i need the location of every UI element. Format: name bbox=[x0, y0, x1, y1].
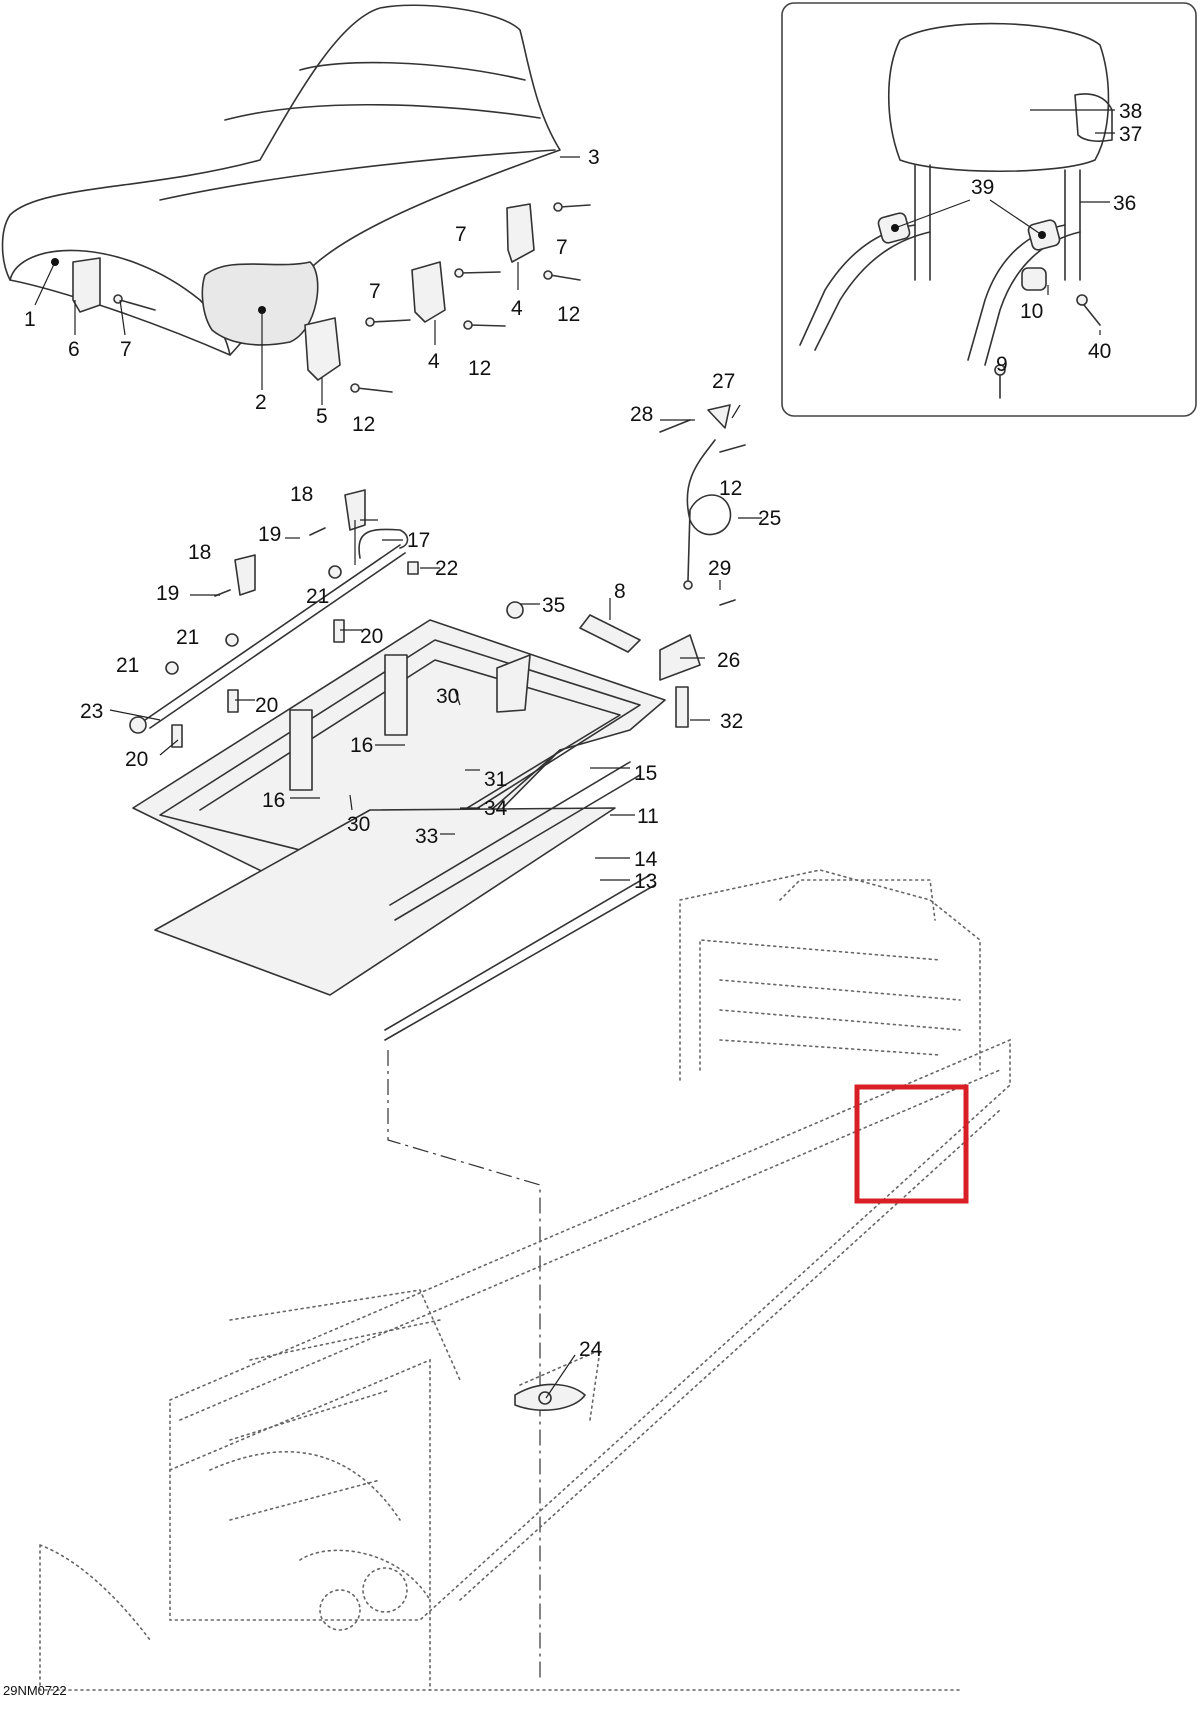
callout-29: 29 bbox=[708, 557, 731, 580]
callout-17: 17 bbox=[407, 529, 430, 552]
callout-12: 12 bbox=[719, 477, 742, 500]
callout-37: 37 bbox=[1119, 123, 1142, 146]
callout-30: 30 bbox=[347, 813, 370, 836]
highlight-box bbox=[854, 1084, 969, 1204]
callout-18: 18 bbox=[290, 483, 313, 506]
callout-35: 35 bbox=[542, 594, 565, 617]
callout-18: 18 bbox=[188, 541, 211, 564]
backrest-inset-panel bbox=[781, 2, 1197, 417]
callout-19: 19 bbox=[156, 582, 179, 605]
callout-36: 36 bbox=[1113, 192, 1136, 215]
callout-16: 16 bbox=[262, 789, 285, 812]
figure-code: 29NM0722 bbox=[3, 1683, 67, 1698]
callout-8: 8 bbox=[614, 580, 626, 603]
callout-30: 30 bbox=[436, 685, 459, 708]
callout-27: 27 bbox=[712, 370, 735, 393]
tether-cable bbox=[659, 404, 746, 606]
callout-7: 7 bbox=[455, 223, 467, 246]
seat-hinge-brackets bbox=[72, 203, 535, 381]
callout-12: 12 bbox=[352, 413, 375, 436]
callout-20: 20 bbox=[255, 694, 278, 717]
callout-12: 12 bbox=[557, 303, 580, 326]
callout-1: 1 bbox=[24, 308, 36, 331]
leader-lines bbox=[34, 109, 1115, 1399]
storage-box bbox=[132, 619, 666, 1041]
callout-28: 28 bbox=[630, 403, 653, 426]
callout-33: 33 bbox=[415, 825, 438, 848]
fasteners-seat bbox=[113, 202, 591, 393]
callout-5: 5 bbox=[316, 405, 328, 428]
callout-14: 14 bbox=[634, 848, 658, 871]
callout-20: 20 bbox=[360, 625, 383, 648]
callout-2: 2 bbox=[255, 391, 267, 414]
callout-6: 6 bbox=[68, 338, 80, 361]
vehicle-chassis bbox=[39, 869, 1011, 1691]
callout-40: 40 bbox=[1088, 340, 1111, 363]
callout-32: 32 bbox=[720, 710, 743, 733]
callout-21: 21 bbox=[116, 654, 139, 677]
callout-4: 4 bbox=[428, 350, 440, 373]
callout-16: 16 bbox=[350, 734, 373, 757]
callout-25: 25 bbox=[758, 507, 781, 530]
callout-31: 31 bbox=[484, 768, 507, 791]
phantom-mount-line bbox=[387, 1050, 541, 1680]
callout-19: 19 bbox=[258, 523, 281, 546]
callout-23: 23 bbox=[80, 700, 103, 723]
callout-21: 21 bbox=[306, 585, 329, 608]
callout-39: 39 bbox=[971, 176, 994, 199]
callout-15: 15 bbox=[634, 762, 657, 785]
seat-assembly bbox=[1, 4, 561, 356]
callout-7: 7 bbox=[369, 280, 381, 303]
callout-10: 10 bbox=[1020, 300, 1043, 323]
callout-9: 9 bbox=[996, 353, 1008, 376]
callout-26: 26 bbox=[717, 649, 740, 672]
callout-labels: 1 2 3 6 7 7 7 7 5 12 4 12 4 12 38 37 36 … bbox=[24, 100, 1142, 1361]
callout-24: 24 bbox=[579, 1338, 603, 1361]
callout-22: 22 bbox=[435, 557, 458, 580]
callout-13: 13 bbox=[634, 870, 657, 893]
latch-mechanism bbox=[129, 489, 701, 748]
callout-21: 21 bbox=[176, 626, 199, 649]
callout-20: 20 bbox=[125, 748, 148, 771]
callout-7: 7 bbox=[556, 236, 568, 259]
callout-34: 34 bbox=[484, 797, 508, 820]
callout-38: 38 bbox=[1119, 100, 1142, 123]
callout-11: 11 bbox=[637, 805, 659, 828]
callout-12: 12 bbox=[468, 357, 491, 380]
callout-7: 7 bbox=[120, 338, 132, 361]
callout-3: 3 bbox=[588, 146, 600, 169]
callout-4: 4 bbox=[511, 297, 523, 320]
